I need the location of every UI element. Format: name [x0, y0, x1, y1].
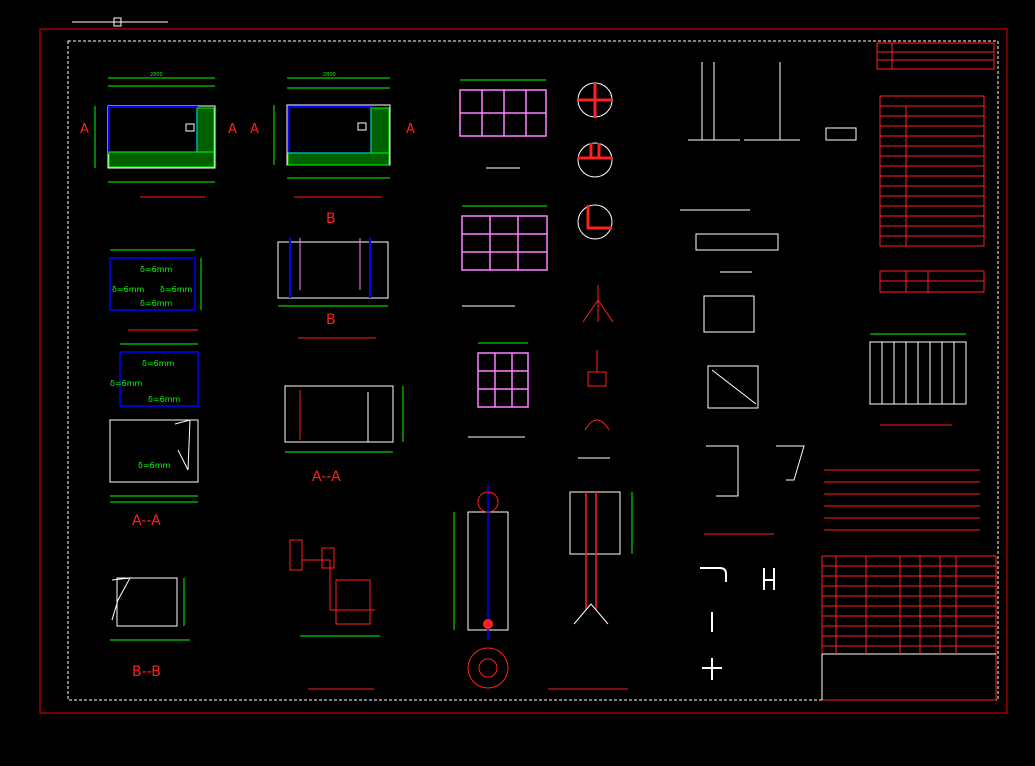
plate-1-thickness-d: δ=6mm: [140, 299, 172, 308]
fitting-3-outline: [706, 445, 739, 497]
plate-2-thickness-a: δ=6mm: [142, 359, 174, 368]
window-panel-3: [468, 342, 529, 438]
detail-l-circle: [577, 204, 613, 240]
window-panel-1: [459, 79, 547, 169]
spec-table-small: [879, 270, 985, 293]
plan-2-section-mark-b: B: [326, 211, 336, 227]
section-a-a-left-wall: [174, 419, 191, 471]
fitting-4-outline: [776, 445, 805, 481]
plate-view-2: δ=6mm δ=6mm δ=6mm: [110, 343, 199, 407]
plate-2-outline: [119, 351, 199, 407]
notes-block: [824, 469, 980, 531]
window-2-frame: [461, 215, 548, 271]
column-view-1: [453, 485, 509, 689]
view-plan-1: 2800 A A: [80, 72, 237, 198]
tab-marker: [113, 17, 122, 27]
elevation-section-mark-b: B: [326, 312, 336, 328]
plan-2-section-mark-left: A: [250, 122, 259, 137]
plate-1-thickness-c: δ=6mm: [160, 285, 192, 294]
anchor-1-arms: [582, 299, 614, 323]
equipment-filter-tank: [289, 539, 303, 571]
louvre-panel: [869, 333, 967, 426]
equipment-main-box: [335, 579, 371, 625]
section-b-b-hood: [111, 577, 131, 621]
plan-1-dim-label: 2800: [150, 72, 163, 78]
spec-table-main: [879, 95, 985, 247]
plate-1-thickness-a: δ=6mm: [140, 265, 172, 274]
section-a-a-left-outline: [109, 419, 199, 483]
equipment-pipe-run: [302, 559, 375, 611]
title-block: [821, 555, 997, 701]
fitting-details: [703, 295, 805, 535]
plate-1-thickness-b: δ=6mm: [112, 285, 144, 294]
section-a-a-mid-title: A--A: [312, 469, 341, 485]
fitting-2-diagonal: [711, 369, 757, 405]
anchor-details: [578, 285, 614, 459]
detail-l-angle: [586, 205, 612, 230]
inner-border: [67, 40, 999, 701]
plan-2-dim-label: 2800: [323, 72, 336, 78]
column-2-top-box: [569, 491, 621, 555]
plan-2-fill-bottom: [287, 152, 390, 166]
plan-1-fill-bottom: [108, 151, 215, 168]
equipment-small-tank: [321, 547, 335, 569]
detail-k-circle: [577, 142, 613, 178]
section-a-a-left-title: A--A: [132, 513, 161, 529]
fitting-1-box: [703, 295, 755, 333]
column-1-plan-inner: [478, 658, 498, 678]
ladder-plan-plate: [695, 233, 779, 251]
spec-table-main-frame: [879, 95, 985, 247]
elevation-view: B: [277, 238, 389, 339]
spec-table-top: [876, 42, 995, 70]
title-block-frame: [821, 555, 997, 701]
plate-1-outline: [109, 257, 196, 311]
plan-2-fill-right: [370, 107, 390, 154]
fitting-2-box: [707, 365, 759, 409]
plan-2-section-mark-right: A: [406, 122, 415, 137]
section-a-a-left: δ=6mm A--A: [109, 419, 199, 529]
plate-2-thickness-c: δ=6mm: [148, 395, 180, 404]
pipe-elbow: [700, 567, 727, 582]
ladder-elevations: [680, 62, 857, 273]
pipe-fittings: [700, 567, 775, 680]
view-plan-2: 2800 A A B: [250, 72, 415, 227]
column-1-plan-circle: [467, 647, 509, 689]
equipment-layout: [289, 539, 380, 690]
section-b-b-title: B--B: [132, 664, 161, 680]
plan-2-opening: [357, 122, 367, 131]
plate-2-thickness-b: δ=6mm: [110, 379, 142, 388]
column-2-base: [573, 603, 609, 625]
plan-1-section-mark-right: A: [228, 122, 237, 137]
detail-circles: [577, 82, 613, 240]
outer-border: [39, 28, 1008, 714]
plan-1-section-mark-left: A: [80, 122, 89, 137]
elevation-outline: [277, 241, 389, 299]
column-1-top-flange: [477, 491, 499, 513]
section-a-a-mid-outline: [284, 385, 394, 443]
column-view-2: [548, 491, 633, 690]
plate-view-1: δ=6mm δ=6mm δ=6mm δ=6mm: [109, 249, 202, 331]
spec-table-top-frame: [876, 42, 995, 70]
section-b-b: B--B: [110, 577, 190, 680]
column-1-base: [483, 619, 493, 629]
section-a-a-mid: A--A: [284, 385, 404, 485]
window-3-frame: [477, 352, 529, 408]
plan-1-fill-right: [196, 107, 215, 153]
plan-1-opening: [185, 123, 195, 132]
anchor-3-arc: [584, 419, 610, 431]
section-a-a-left-thickness: δ=6mm: [138, 461, 170, 470]
window-panel-2: [461, 205, 548, 307]
ladder-detail-box: [825, 127, 857, 141]
